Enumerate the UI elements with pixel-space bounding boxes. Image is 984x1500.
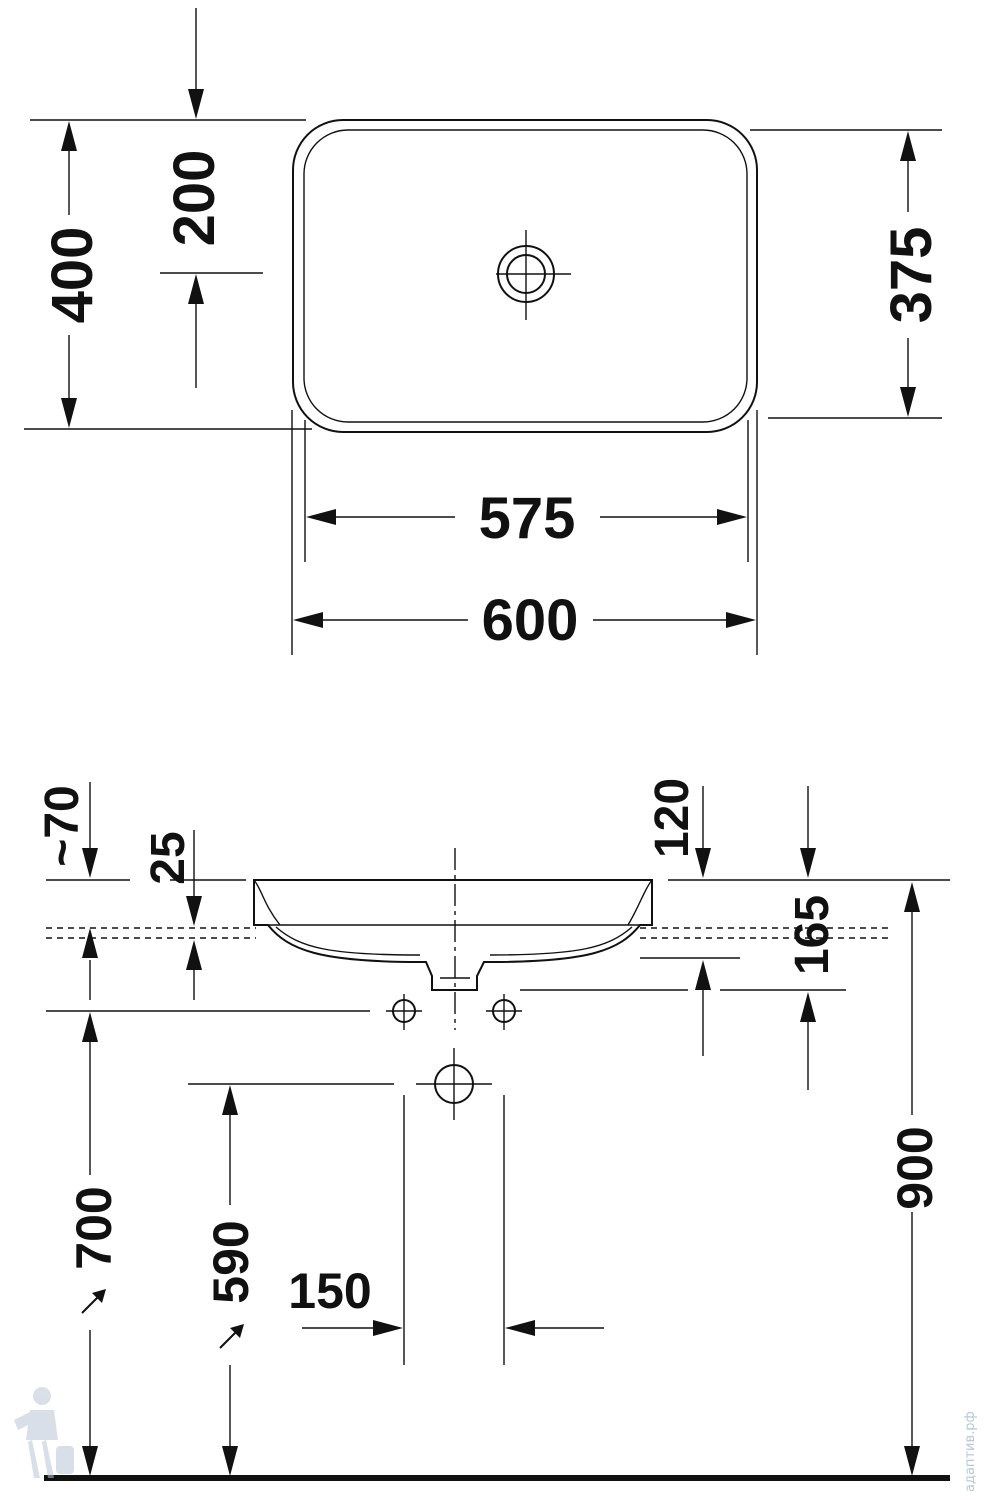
dim-600-label: 600	[482, 588, 579, 653]
watermark-text: адаптив.рф	[963, 1411, 978, 1492]
side-view: ~70 25 120 165 900 700 590 150	[36, 778, 950, 1481]
dim-900-label: 900	[887, 1126, 943, 1209]
basin-section	[253, 879, 653, 991]
basin-inner-outline	[303, 129, 748, 423]
dim-575-label: 575	[479, 486, 576, 551]
drain-symbol	[496, 230, 571, 320]
dim-700-label: 700	[66, 1186, 122, 1269]
dim-120-label: 120	[646, 778, 699, 858]
watermark: адаптив.рф	[14, 1387, 978, 1492]
dim-590-label: 590	[203, 1220, 259, 1303]
dim-200-label: 200	[162, 150, 227, 247]
dim-400-label: 400	[40, 227, 105, 324]
dim-165-label: 165	[786, 895, 839, 975]
dim-approx-70-label: ~70	[36, 785, 89, 866]
plumber-logo-icon	[14, 1387, 74, 1478]
dim-375-label: 375	[879, 227, 944, 324]
arrow-590-indicator	[219, 1324, 244, 1349]
wall-drain	[416, 1048, 492, 1120]
supply-valve-right	[486, 994, 522, 1030]
arrow-700-indicator	[81, 1289, 106, 1314]
supply-valve-left	[386, 994, 422, 1030]
dim-150-label: 150	[288, 1263, 371, 1319]
dim-25-label: 25	[142, 831, 195, 884]
basin-outer-outline	[292, 119, 758, 433]
top-view: 400 200 375 575 600	[24, 8, 944, 655]
